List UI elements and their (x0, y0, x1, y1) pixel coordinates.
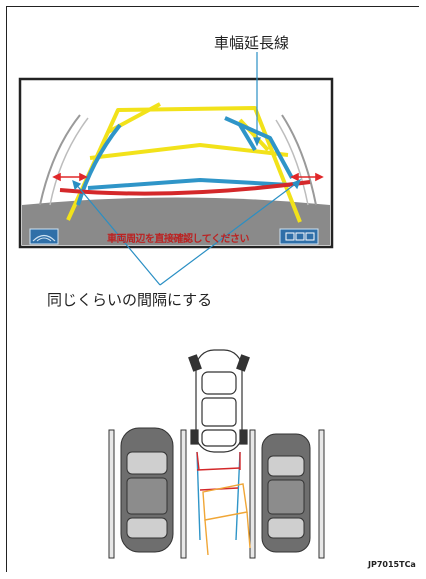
red-guide-line (59, 180, 311, 196)
camera-screen (18, 77, 334, 249)
distance-arrow-left (52, 172, 88, 182)
figure-code: JP7015TCa (368, 560, 416, 569)
screen-warning-message: 車両周辺を直接確認してください (107, 234, 249, 245)
rear-guide-projection (196, 451, 251, 556)
callout-middle-leader (72, 178, 302, 286)
distance-arrow-right (290, 172, 324, 182)
callout-vehicle-width-line: 車幅延長線 (214, 34, 290, 52)
parking-sensor-icon (279, 228, 319, 245)
parked-car-left (120, 427, 174, 553)
callout-equal-spacing: 同じくらいの間隔にする (47, 291, 213, 309)
reversing-car (188, 349, 250, 453)
rear-camera-icon (29, 228, 59, 245)
parking-scene (108, 349, 325, 559)
blue-vehicle-width-lines (76, 116, 294, 206)
figure-frame (6, 6, 419, 572)
callout-top-leader (253, 52, 261, 147)
parked-car-right (261, 433, 311, 553)
